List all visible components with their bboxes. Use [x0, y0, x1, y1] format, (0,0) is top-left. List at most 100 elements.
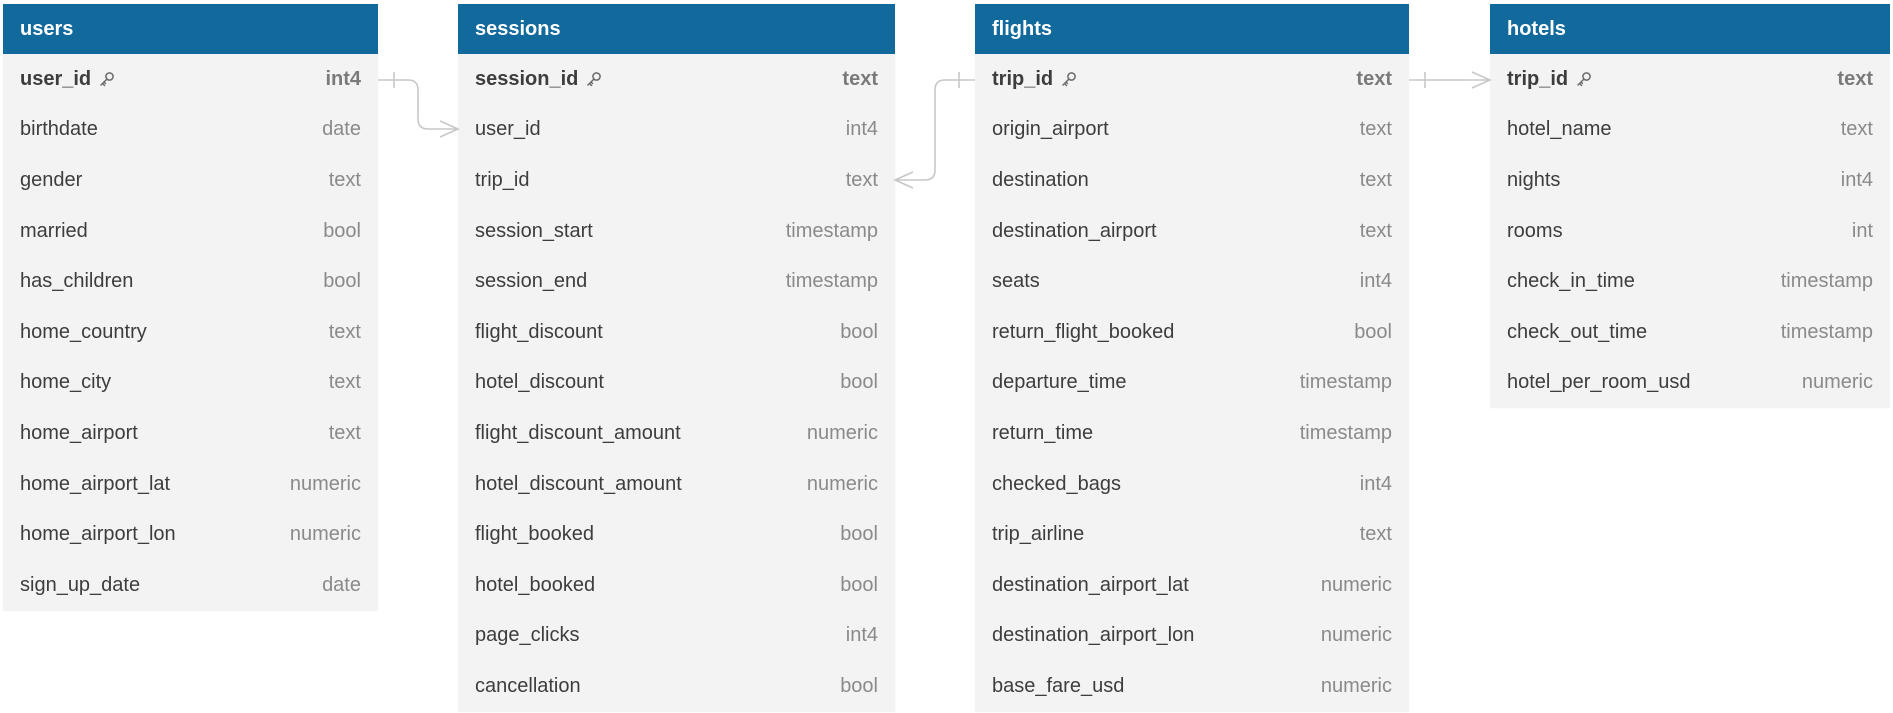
column-name-text: trip_id	[992, 67, 1054, 90]
column-name-text: flight_discount	[475, 320, 603, 343]
column-type: bool	[840, 573, 878, 596]
column-name: hotel_name	[1507, 118, 1612, 141]
column-row-cancellation[interactable]: cancellation bool	[458, 661, 895, 712]
column-name: gender	[20, 169, 82, 192]
column-row-session-end[interactable]: session_end timestamp	[458, 256, 895, 307]
column-name-text: return_time	[992, 421, 1094, 444]
column-name: seats	[992, 270, 1040, 293]
column-type: bool	[840, 674, 878, 697]
table-title: sessions	[475, 17, 561, 40]
column-type: text	[1356, 67, 1392, 90]
relationship-flights-hotels	[1409, 71, 1492, 89]
column-type: bool	[840, 523, 878, 546]
table-header-flights[interactable]: flights	[975, 4, 1409, 54]
column-type: numeric	[806, 472, 878, 495]
column-name-text: hotel_discount	[475, 371, 604, 394]
column-name-text: gender	[20, 168, 83, 191]
column-name: page_clicks	[475, 624, 580, 647]
column-row-destination[interactable]: destination text	[975, 155, 1409, 206]
column-type: timestamp	[785, 270, 878, 293]
column-type: bool	[1354, 320, 1392, 343]
column-name: home_country	[20, 321, 147, 344]
column-name-text: trip_id	[1507, 67, 1569, 90]
column-row-return-time[interactable]: return_time timestamp	[975, 408, 1409, 459]
column-name-text: trip_airline	[992, 523, 1085, 546]
column-type: timestamp	[1299, 421, 1392, 444]
column-row-flight-booked[interactable]: flight_booked bool	[458, 509, 895, 560]
column-type: text	[842, 67, 878, 90]
column-name-text: page_clicks	[475, 624, 580, 647]
column-name-text: session_start	[475, 219, 593, 242]
table-header-users[interactable]: users	[3, 4, 378, 54]
column-name-text: has_children	[20, 270, 134, 293]
column-name: trip_id	[1507, 68, 1593, 91]
column-type: text	[1359, 523, 1392, 546]
column-type: bool	[323, 270, 361, 293]
primary-key-icon	[98, 70, 116, 88]
column-row-trip-id[interactable]: trip_id text	[1490, 54, 1890, 105]
column-name: home_airport_lon	[20, 523, 176, 546]
column-row-trip-airline[interactable]: trip_airline text	[975, 509, 1409, 560]
column-type: int4	[845, 118, 878, 141]
column-row-trip-id[interactable]: trip_id text	[975, 54, 1409, 105]
column-type: text	[328, 371, 361, 394]
table-header-hotels[interactable]: hotels	[1490, 4, 1890, 54]
column-type: text	[1837, 67, 1873, 90]
column-name: home_airport_lat	[20, 473, 170, 496]
column-type: text	[1359, 168, 1392, 191]
column-row-has-children[interactable]: has_children bool	[3, 256, 378, 307]
table-title: users	[20, 17, 74, 40]
column-name-text: session_end	[475, 270, 588, 293]
column-name: cancellation	[475, 675, 581, 698]
column-name: sign_up_date	[20, 574, 140, 597]
column-type: text	[1359, 219, 1392, 242]
table-header-sessions[interactable]: sessions	[458, 4, 895, 54]
column-name: flight_booked	[475, 523, 594, 546]
column-type: text	[1359, 118, 1392, 141]
column-name-text: checked_bags	[992, 472, 1121, 495]
primary-key-icon	[1060, 70, 1078, 88]
column-name: destination	[992, 169, 1089, 192]
column-type: text	[845, 168, 878, 191]
